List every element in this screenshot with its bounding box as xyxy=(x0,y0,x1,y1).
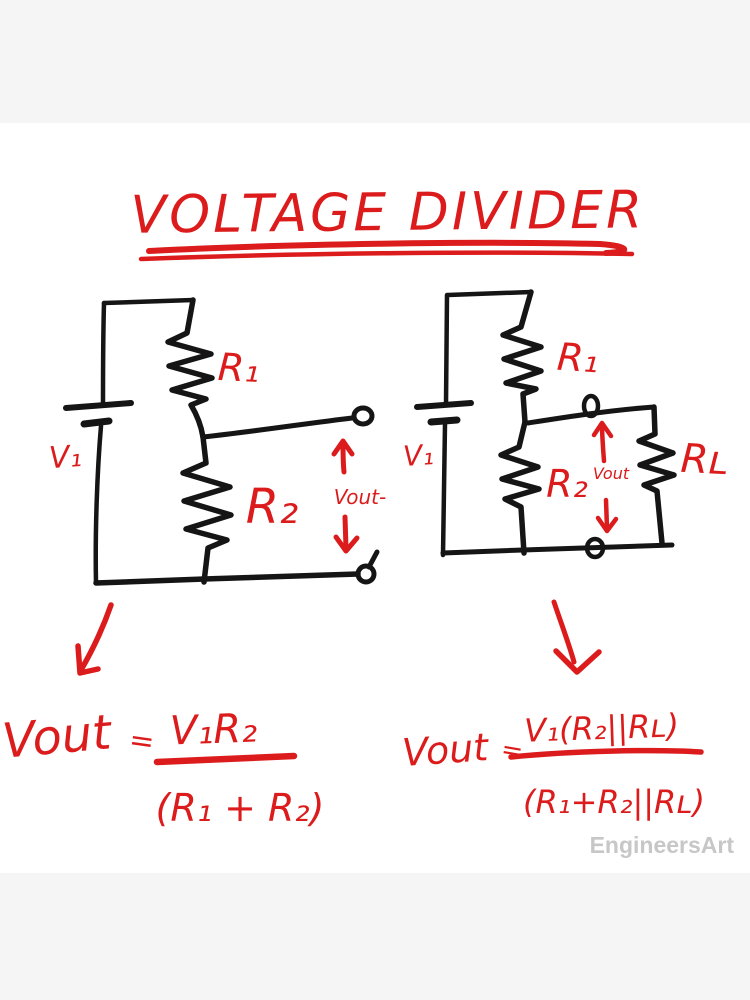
battery-plate-long xyxy=(63,400,134,411)
equals-sign: = xyxy=(127,722,157,760)
title-underline-icon xyxy=(146,239,628,256)
voltage-divider-sketch: VOLTAGE DIVIDER V₁ R₁ R₂ Vout- xyxy=(0,180,735,858)
resistor-zigzag-r1 xyxy=(165,297,215,440)
title-underline2-icon xyxy=(138,250,635,262)
formula-numerator: V₁(R₂||Rʟ) xyxy=(524,706,680,749)
arrow-shaft xyxy=(78,602,114,673)
fraction-bar xyxy=(508,747,704,760)
formula-denominator: (R₁ + R₂) xyxy=(156,786,325,830)
vout-up-arrow-icon xyxy=(591,420,614,464)
wire-output xyxy=(200,415,355,440)
arrow-head xyxy=(331,438,355,457)
terminal-bottom xyxy=(355,563,377,585)
source-label: V₁ xyxy=(402,438,435,473)
source-label: V₁ xyxy=(48,439,83,476)
vout-label: Vout- xyxy=(334,485,386,509)
resistor-r2-label: R₂ xyxy=(246,479,299,535)
battery-plate-short xyxy=(80,417,113,428)
circuit-right-wires xyxy=(414,289,677,560)
wire xyxy=(93,423,104,586)
resistor-zigzag-r2 xyxy=(498,419,542,556)
arrow-head xyxy=(333,534,360,554)
terminal-bottom-tail xyxy=(366,549,380,570)
right-pointer-arrow-icon xyxy=(551,599,602,675)
battery-plate-short xyxy=(427,416,461,426)
formula-lhs: Vout xyxy=(401,725,492,775)
formula-numerator: V₁R₂ xyxy=(169,705,258,754)
battery-plate-long xyxy=(414,400,474,410)
arrow-head xyxy=(591,420,614,439)
formula-right: Vout = V₁(R₂||Rʟ) (R₁+R₂||Rʟ) xyxy=(401,706,705,821)
wire xyxy=(101,297,196,306)
left-pointer-arrow-icon xyxy=(75,602,114,676)
arrow-head xyxy=(553,648,602,675)
arrow-shaft xyxy=(551,599,577,665)
wire xyxy=(100,300,107,408)
artwork-card: VOLTAGE DIVIDER V₁ R₁ R₂ Vout- xyxy=(0,123,750,873)
equals-sign: = xyxy=(499,734,526,767)
terminal-bottom xyxy=(584,536,606,560)
resistor-zigzag-r1 xyxy=(500,289,544,425)
wire xyxy=(93,571,361,586)
arrow-head xyxy=(75,643,101,676)
arrow-shaft xyxy=(603,497,610,531)
resistor-r1-label: R₁ xyxy=(556,335,601,382)
fraction-bar xyxy=(153,752,298,766)
terminal-top xyxy=(581,393,601,419)
terminal-top xyxy=(351,405,375,427)
resistor-r1-label: R₁ xyxy=(217,345,261,391)
resistor-zigzag-rl xyxy=(636,404,677,546)
wire xyxy=(440,542,675,556)
formula-lhs: Vout xyxy=(0,704,115,769)
page-title: VOLTAGE DIVIDER xyxy=(130,180,645,245)
resistor-zigzag-r2 xyxy=(180,434,234,585)
resistor-rl-label: Rʟ xyxy=(679,436,729,484)
vout-up-arrow-icon xyxy=(331,438,355,475)
watermark-signature: EngineersArt xyxy=(590,832,735,858)
wire xyxy=(445,289,534,298)
formula-denominator: (R₁+R₂||Rʟ) xyxy=(523,783,705,821)
arrow-shaft xyxy=(342,514,349,551)
wire xyxy=(443,292,450,407)
vout-down-arrow-icon xyxy=(595,497,619,534)
vout-down-arrow-icon xyxy=(333,514,360,554)
resistor-r2-label: R₂ xyxy=(546,462,588,506)
arrow-head xyxy=(595,515,619,534)
arrow-shaft xyxy=(599,421,607,464)
formula-left: Vout = V₁R₂ (R₁ + R₂) xyxy=(0,704,324,830)
vout-label: Vout xyxy=(593,464,630,483)
circuit-left-wires xyxy=(63,297,380,586)
wire xyxy=(440,421,448,558)
